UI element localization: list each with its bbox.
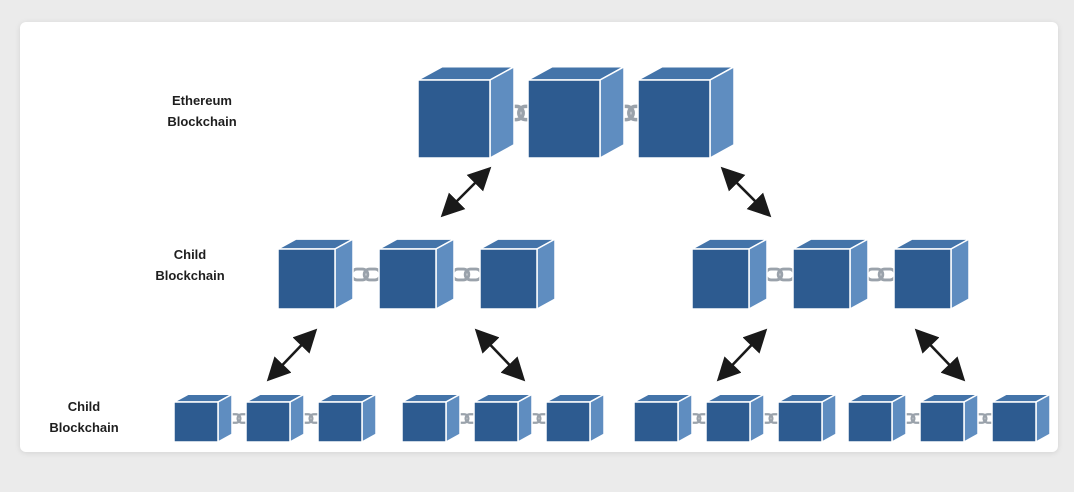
cube-front-face (919, 401, 965, 443)
blockchain-hierarchy-diagram (173, 66, 1051, 443)
cube-side-face (821, 393, 837, 443)
cube-front-face (173, 401, 219, 443)
cube-front-face (401, 401, 447, 443)
cube-front-face (777, 401, 823, 443)
arrow-ethereum-to-child-left (440, 166, 492, 218)
cube-front-face (705, 401, 751, 443)
cube-side-face (950, 238, 970, 310)
ethereum-chain-block-1 (417, 66, 515, 159)
cube-side-face (289, 393, 305, 443)
child-blockchain-label-level-1: Child Blockchain (155, 244, 224, 286)
cube-side-face (517, 393, 533, 443)
cube-side-face (849, 238, 869, 310)
cube-front-face (847, 401, 893, 443)
child-chain-l1-1-block-3 (479, 238, 556, 310)
cube-front-face (637, 79, 711, 159)
child-label-2-line-1: Child (67, 399, 101, 414)
cube-side-face (217, 393, 233, 443)
arrow-child-left-to-sub-2 (474, 328, 526, 382)
child-chain-l2-1-block-3 (317, 393, 377, 443)
cube-side-face (334, 238, 354, 310)
child-blockchain-label-level-2: Child Blockchain (49, 396, 118, 438)
ethereum-blockchain-label: Ethereum Blockchain (167, 90, 236, 132)
child-chain-l2-4-block-2 (919, 393, 979, 443)
child-chain-l1-2-block-1 (691, 238, 768, 310)
cube-side-face (435, 238, 455, 310)
cube-side-face (748, 238, 768, 310)
ethereum-label-line-2: Blockchain (167, 114, 237, 129)
child-chain-l2-1-block-2 (245, 393, 305, 443)
cube-side-face (536, 238, 556, 310)
cube-side-face (589, 393, 605, 443)
child-label-1-line-2: Blockchain (155, 268, 225, 283)
cube-side-face (891, 393, 907, 443)
child-chain-l1-1-block-2 (378, 238, 455, 310)
arrow-child-left-to-sub-1 (266, 328, 318, 382)
child-chain-l2-3-block-3 (777, 393, 837, 443)
cube-front-face (277, 248, 336, 310)
cube-side-face (445, 393, 461, 443)
child-chain-l2-2-block-3 (545, 393, 605, 443)
ethereum-label-line-1: Ethereum (172, 93, 232, 108)
cube-front-face (633, 401, 679, 443)
child-chain-l2-2-block-1 (401, 393, 461, 443)
cube-front-face (317, 401, 363, 443)
cube-front-face (792, 248, 851, 310)
child-chain-l1-1-link-1 (350, 267, 382, 282)
child-chain-l1-2-link-1 (764, 267, 796, 282)
arrow-child-right-to-sub-4 (914, 328, 966, 382)
cube-front-face (479, 248, 538, 310)
cube-front-face (378, 248, 437, 310)
cube-front-face (991, 401, 1037, 443)
cube-front-face (527, 79, 601, 159)
arrow-child-right-to-sub-3 (716, 328, 768, 382)
child-chain-l1-1-link-2 (451, 267, 483, 282)
cube-front-face (893, 248, 952, 310)
cube-side-face (749, 393, 765, 443)
cube-front-face (417, 79, 491, 159)
child-chain-l2-4-block-1 (847, 393, 907, 443)
cube-front-face (245, 401, 291, 443)
child-chain-l2-2-block-2 (473, 393, 533, 443)
child-chain-l1-2-block-3 (893, 238, 970, 310)
cube-side-face (599, 66, 625, 159)
child-chain-l2-3-block-1 (633, 393, 693, 443)
cube-front-face (473, 401, 519, 443)
child-chain-l2-1-block-1 (173, 393, 233, 443)
child-chain-l1-1-block-1 (277, 238, 354, 310)
cube-side-face (709, 66, 735, 159)
cube-side-face (1035, 393, 1051, 443)
ethereum-chain-block-2 (527, 66, 625, 159)
child-label-1-line-1: Child (173, 247, 207, 262)
child-chain-l2-3-block-2 (705, 393, 765, 443)
child-chain-l1-2-block-2 (792, 238, 869, 310)
arrow-ethereum-to-child-right (720, 166, 772, 218)
cube-side-face (489, 66, 515, 159)
cube-side-face (963, 393, 979, 443)
cube-side-face (677, 393, 693, 443)
cube-front-face (545, 401, 591, 443)
child-chain-l2-4-block-3 (991, 393, 1051, 443)
child-chain-l1-2-link-2 (865, 267, 897, 282)
ethereum-chain-block-3 (637, 66, 735, 159)
cube-side-face (361, 393, 377, 443)
child-label-2-line-2: Blockchain (49, 420, 119, 435)
cube-front-face (691, 248, 750, 310)
diagram-card: Ethereum Blockchain Child Blockchain Chi… (20, 22, 1058, 452)
